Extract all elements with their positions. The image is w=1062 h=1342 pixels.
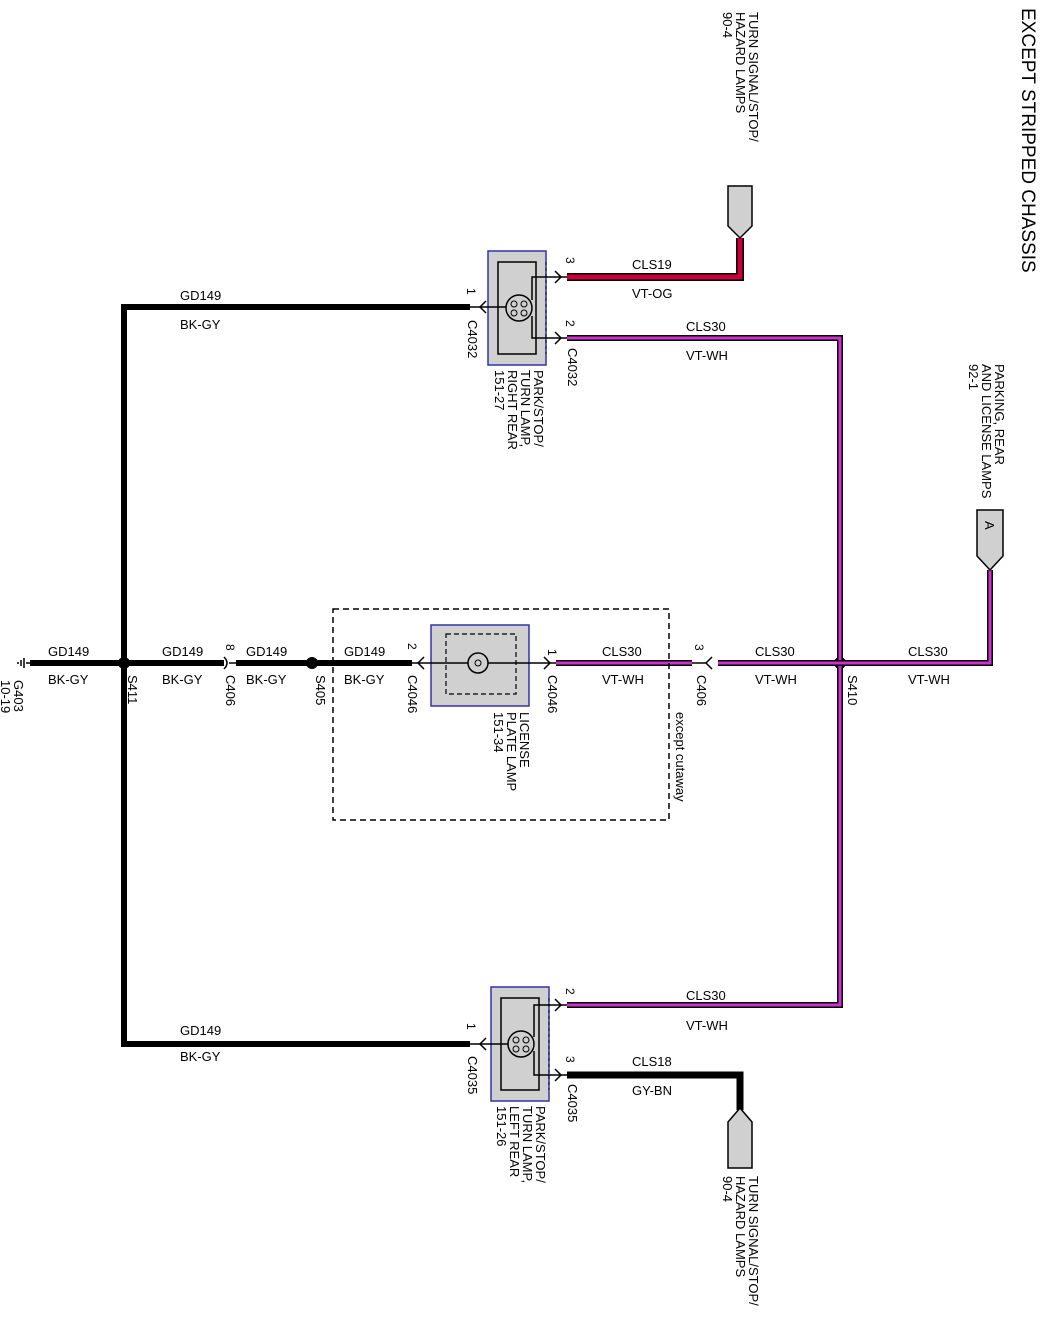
parking-connector-flag bbox=[976, 509, 1004, 572]
ground-name: G403 bbox=[11, 680, 26, 712]
wire-gybn: GY-BN bbox=[632, 1083, 672, 1098]
c406-right-connector bbox=[692, 656, 713, 670]
left-rear-line4: 151-26 bbox=[494, 1106, 509, 1146]
parking-ref-line1: PARKING, REAR bbox=[992, 364, 1007, 465]
license-pin1: 1 bbox=[545, 649, 559, 656]
right-rear-pin1: 1 bbox=[464, 288, 478, 295]
splice-s410-label: S410 bbox=[845, 675, 860, 705]
right-rear-conn-right: C4032 bbox=[565, 348, 580, 386]
license-line1: LICENSE bbox=[517, 712, 532, 768]
wire-cls30-top: CLS30 bbox=[686, 319, 726, 334]
cls19-wire bbox=[567, 238, 744, 281]
left-rear-pin1: 1 bbox=[464, 1023, 478, 1030]
wire-vtwh-mid1: VT-WH bbox=[602, 672, 644, 687]
wire-bkgy-mid1: BK-GY bbox=[162, 672, 203, 687]
wire-cls30-mid3: CLS30 bbox=[908, 644, 948, 659]
left-rear-line1: PARK/STOP/ bbox=[533, 1106, 548, 1183]
wire-bkgy-mid3: BK-GY bbox=[344, 672, 385, 687]
c406-left-pin: 8 bbox=[223, 644, 237, 651]
right-rear-line2: TURN LAMP, bbox=[518, 370, 533, 447]
c406-left-label: C406 bbox=[223, 675, 238, 706]
turn-bottom-ref-line2: HAZARD LAMPS bbox=[733, 1176, 748, 1277]
splice-s405-label: S405 bbox=[313, 675, 328, 705]
wire-cls30-mid1: CLS30 bbox=[602, 644, 642, 659]
wire-vtwh-mid2: VT-WH bbox=[755, 672, 797, 687]
wire-bkgy-top: BK-GY bbox=[180, 317, 221, 332]
wire-vtwh-top: VT-WH bbox=[686, 348, 728, 363]
ground-symbol bbox=[17, 658, 32, 668]
wire-gd149-mid1: GD149 bbox=[162, 644, 203, 659]
cls18-wire bbox=[567, 1071, 744, 1110]
splice-s405 bbox=[306, 657, 318, 669]
turn-top-ref-line1: TURN SIGNAL/STOP/ bbox=[746, 12, 761, 142]
wire-gd149-top: GD149 bbox=[180, 288, 221, 303]
right-rear-line4: 151-27 bbox=[492, 370, 507, 410]
turn-signal-top-flag bbox=[727, 185, 753, 240]
right-rear-conn-left: C4032 bbox=[465, 320, 480, 358]
wire-cls30-bottom: CLS30 bbox=[686, 988, 726, 1003]
wire-vtwh-mid3: VT-WH bbox=[908, 672, 950, 687]
cls30-bus bbox=[556, 335, 993, 1008]
parking-ref-line2: AND LICENSE LAMPS bbox=[979, 364, 994, 499]
parking-ref-line3: 92-1 bbox=[966, 364, 981, 390]
turn-top-ref-line3: 90-4 bbox=[720, 12, 735, 38]
ground-bus bbox=[30, 304, 470, 1047]
license-line3: 151-34 bbox=[491, 712, 506, 752]
turn-signal-bottom-flag bbox=[727, 1106, 753, 1169]
wire-gd149-mid3: GD149 bbox=[344, 644, 385, 659]
license-plate-lamp bbox=[412, 624, 556, 707]
wire-bkgy-mid2: BK-GY bbox=[246, 672, 287, 687]
left-rear-conn-right: C4035 bbox=[565, 1084, 580, 1122]
diagram-title: EXCEPT STRIPPED CHASSIS bbox=[1017, 8, 1038, 273]
left-rear-lamp bbox=[470, 986, 567, 1102]
turn-top-ref-line2: HAZARD LAMPS bbox=[733, 12, 748, 113]
left-rear-pin2: 2 bbox=[563, 988, 577, 995]
parking-connector-letter: A bbox=[982, 521, 997, 530]
c406-right-pin: 3 bbox=[692, 644, 706, 651]
wire-gd149-ground: GD149 bbox=[48, 644, 89, 659]
wire-cls30-mid2: CLS30 bbox=[755, 644, 795, 659]
license-pin2: 2 bbox=[405, 643, 419, 650]
wire-gd149-mid2: GD149 bbox=[246, 644, 287, 659]
right-rear-line3: RIGHT REAR bbox=[505, 370, 520, 450]
left-rear-pin3: 3 bbox=[563, 1056, 577, 1063]
wire-vtwh-bottom: VT-WH bbox=[686, 1018, 728, 1033]
left-rear-conn-left: C4035 bbox=[465, 1056, 480, 1094]
except-cutaway-box bbox=[332, 608, 670, 821]
license-line2: PLATE LAMP bbox=[504, 712, 519, 791]
c406-right-label: C406 bbox=[694, 675, 709, 706]
wire-cls18: CLS18 bbox=[632, 1054, 672, 1069]
ground-ref: 10-19 bbox=[0, 680, 13, 713]
splice-s411 bbox=[118, 657, 130, 669]
wire-gd149-bottom: GD149 bbox=[180, 1023, 221, 1038]
splice-s411-label: S411 bbox=[125, 675, 140, 704]
wire-vtog: VT-OG bbox=[632, 286, 672, 301]
right-rear-lamp bbox=[470, 250, 567, 366]
wire-bkgy-ground: BK-GY bbox=[48, 672, 89, 687]
except-cutaway-note: except cutaway bbox=[673, 712, 688, 802]
license-conn-left: C4046 bbox=[405, 675, 420, 713]
license-conn-right: C4046 bbox=[545, 675, 560, 713]
right-rear-line1: PARK/STOP/ bbox=[531, 370, 546, 447]
wire-cls19: CLS19 bbox=[632, 257, 672, 272]
turn-bottom-ref-line1: TURN SIGNAL/STOP/ bbox=[746, 1176, 761, 1306]
right-rear-pin3: 3 bbox=[563, 257, 577, 264]
left-rear-line2: TURN LAMP, bbox=[520, 1106, 535, 1183]
right-rear-pin2: 2 bbox=[563, 320, 577, 327]
c406-left-connector bbox=[223, 656, 236, 670]
left-rear-line3: LEFT REAR bbox=[507, 1106, 522, 1177]
wire-bkgy-bottom: BK-GY bbox=[180, 1049, 221, 1064]
turn-bottom-ref-line3: 90-4 bbox=[720, 1176, 735, 1202]
